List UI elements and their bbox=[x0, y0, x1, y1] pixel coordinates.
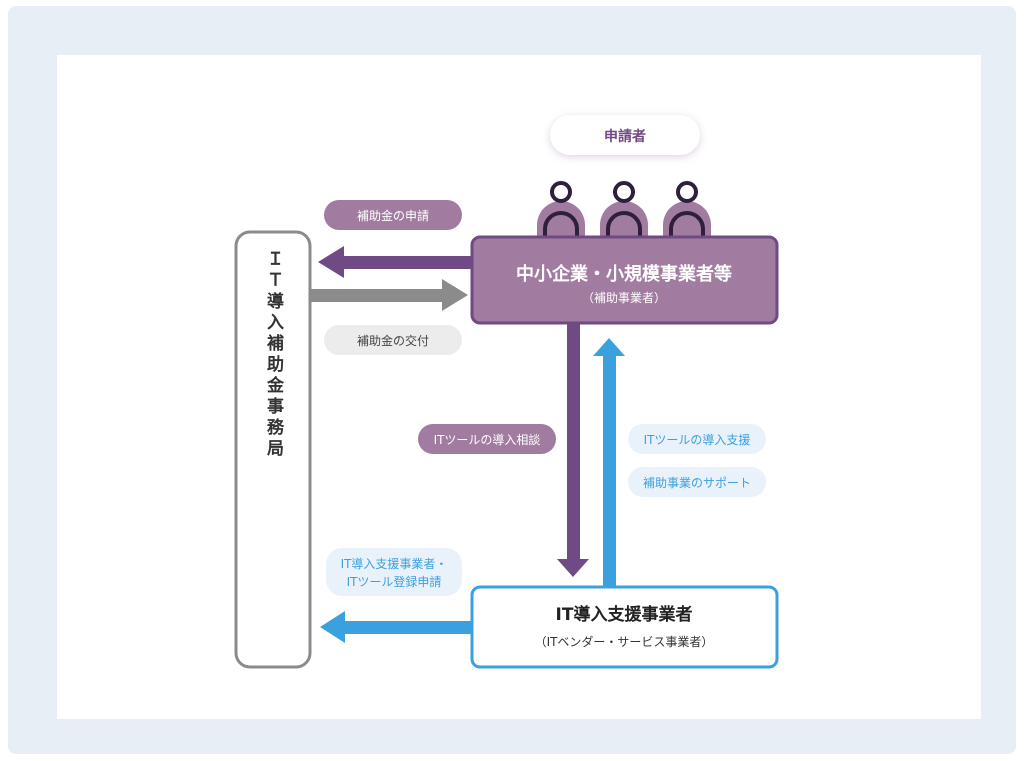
pill-register-line1: IT導入支援事業者・ bbox=[341, 557, 448, 571]
applicant-label: 申請者 bbox=[604, 128, 646, 145]
grant-arrow bbox=[310, 279, 468, 311]
sme-title: 中小企業・小規模事業者等 bbox=[516, 263, 732, 285]
pill-consult-label: ITツールの導入相談 bbox=[434, 432, 541, 447]
sme-box: 中小企業・小規模事業者等 （補助事業者） bbox=[470, 235, 779, 325]
outer-frame: 申請者 bbox=[8, 6, 1016, 754]
pill-apply: 補助金の申請 bbox=[324, 200, 462, 230]
it-office-box: ＩＴ導入補助金事務局 bbox=[234, 230, 312, 669]
sme-subtitle: （補助事業者） bbox=[582, 291, 666, 305]
pill-register-line2: ITツール登録申請 bbox=[347, 574, 442, 589]
applicant-badge: 申請者 bbox=[550, 115, 700, 155]
person-icon bbox=[663, 181, 711, 247]
support-arrow bbox=[593, 338, 625, 587]
vendor-title: IT導入支援事業者 bbox=[556, 604, 693, 625]
pill-apply-label: 補助金の申請 bbox=[357, 208, 429, 223]
pill-register: IT導入支援事業者・ ITツール登録申請 bbox=[326, 548, 462, 596]
consult-arrow bbox=[557, 323, 589, 577]
pill-support: ITツールの導入支援 bbox=[628, 424, 766, 454]
flow-diagram: 申請者 bbox=[234, 115, 779, 669]
diagram-canvas: 申請者 bbox=[57, 55, 981, 719]
person-icon bbox=[537, 181, 585, 247]
people-icon bbox=[537, 181, 711, 247]
pill-grant-label: 補助金の交付 bbox=[357, 333, 429, 348]
office-title: ＩＴ導入補助金事務局 bbox=[263, 250, 285, 460]
pill-business-support-label: 補助事業のサポート bbox=[643, 476, 751, 490]
apply-arrow bbox=[318, 246, 473, 278]
vendor-subtitle: （ITベンダー・サービス事業者） bbox=[535, 634, 714, 649]
register-arrow bbox=[320, 611, 473, 643]
pill-support-label: ITツールの導入支援 bbox=[644, 433, 751, 447]
vendor-box: IT導入支援事業者 （ITベンダー・サービス事業者） bbox=[470, 585, 779, 669]
pill-consult: ITツールの導入相談 bbox=[418, 424, 556, 454]
pill-grant: 補助金の交付 bbox=[324, 325, 462, 355]
person-icon bbox=[600, 181, 648, 247]
pill-business-support: 補助事業のサポート bbox=[628, 467, 766, 497]
